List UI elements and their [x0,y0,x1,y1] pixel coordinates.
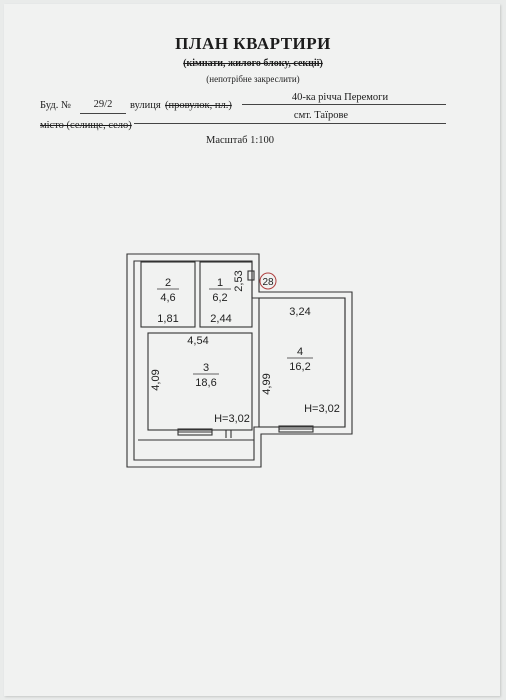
room-1-area: 6,2 [212,292,227,304]
document-title: ПЛАН КВАРТИРИ [175,34,331,53]
room-2-outline [140,261,196,328]
room-1-length: 2,53 [233,270,245,291]
room-4-area: 16,2 [289,361,310,373]
room-2-number: 2 [165,277,171,289]
document-subtitle: (кімнати, жилого блоку, секції) [183,58,323,69]
strike-note: (непотрібне закреслити) [206,74,300,84]
room-1-width: 2,44 [210,313,231,325]
room-4-height: H=3,02 [304,403,340,415]
room-2-width: 1,81 [157,313,178,325]
apartment-marker-circle [259,272,277,290]
room-3-area: 18,6 [195,377,216,389]
room-4-width: 3,24 [289,306,310,318]
street-alt-label: (провулок, пл.) [165,100,232,111]
room-4-outline [258,297,346,428]
apartment-marker: 28 [262,277,274,288]
building-underline [80,113,126,114]
room-3-number: 3 [203,362,209,374]
riser [247,270,255,281]
city-underline [134,123,446,124]
street-label: вулиця [130,100,161,111]
street-name: 40-ка річча Перемоги [291,92,389,103]
building-label: Буд. № [40,100,71,111]
outer-wall [126,253,353,468]
room-4-length: 4,99 [261,373,273,394]
street-underline [242,104,446,105]
city-name: смт. Таїрове [293,110,349,121]
room-3-length: 4,09 [150,369,162,390]
room-4-number: 4 [297,346,303,358]
room-2-area: 4,6 [160,292,175,304]
room-1-number: 1 [217,277,223,289]
room-3-outline [147,332,253,431]
room-3-width: 4,54 [187,335,208,347]
city-label: місто (селище, село) [40,120,132,131]
scale-label: Масштаб 1:100 [206,135,275,146]
room-1-outline [199,261,253,328]
building-number: 29/2 [93,99,113,110]
room-3-height: H=3,02 [214,413,250,425]
